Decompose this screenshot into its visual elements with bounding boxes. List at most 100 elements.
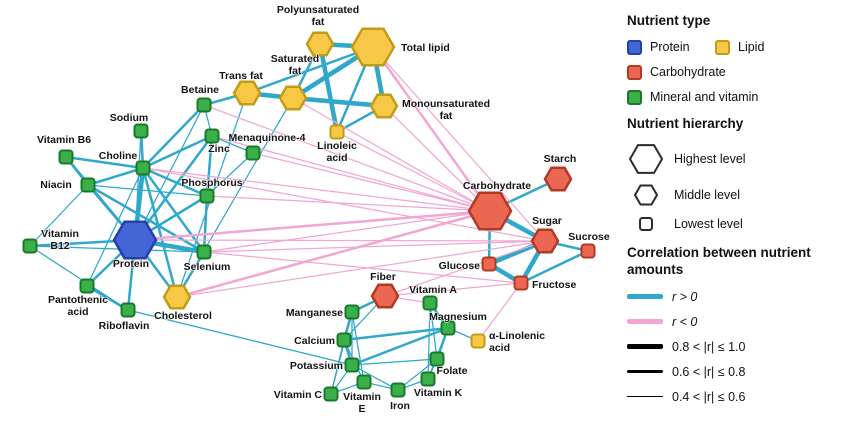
legend-item-negative-correlation: r < 0 — [627, 315, 847, 329]
node-sucrose — [580, 243, 596, 259]
edge-niacin-phosphorus — [87, 184, 208, 197]
label-niacin: Niacin — [40, 179, 72, 191]
edge-sugar-protein — [134, 239, 546, 242]
label-starch: Starch — [544, 153, 577, 165]
edge-phosphorus-menaquinone_4 — [206, 152, 254, 197]
edge-carbohydrate-betaine — [203, 104, 491, 212]
label-riboflavin: Riboflavin — [99, 320, 150, 332]
node-vitamin_b6 — [58, 149, 74, 165]
edge-protein-zinc — [133, 134, 214, 242]
edge-choline-phosphorus — [141, 166, 209, 198]
highest-level-hexagon-icon — [627, 142, 665, 176]
node-pantothenic_acid — [79, 278, 95, 294]
node-alpha_linolenic_acid — [470, 333, 486, 349]
node-sugar — [530, 228, 560, 254]
node-linoleic_acid — [329, 124, 345, 140]
node-polyunsaturated_fat — [305, 31, 335, 57]
legend-item-carbohydrate: Carbohydrate — [627, 64, 726, 80]
node-sodium — [133, 123, 149, 139]
legend-title-correlation: Correlation between nutrient amounts — [627, 244, 811, 277]
edge-vitamin_a-folate — [429, 302, 438, 360]
legend-item-weight-medium: 0.6 < |r| ≤ 0.8 — [627, 365, 847, 379]
node-calcium — [336, 332, 352, 348]
edge-carbohydrate-saturated_fat — [292, 97, 491, 212]
legend-item-label: r < 0 — [672, 314, 698, 329]
node-menaquinone_4 — [245, 145, 261, 161]
label-vitamin_c: Vitamin C — [274, 389, 323, 401]
label-phosphorus: Phosphorus — [181, 177, 242, 189]
node-manganese — [344, 304, 360, 320]
legend-item-mineral-vitamin: Mineral and vitamin — [627, 89, 758, 105]
nutrient-type-row-3: Mineral and vitamin — [627, 89, 847, 105]
node-trans_fat — [232, 80, 262, 106]
edge-phosphorus-zinc — [205, 134, 214, 198]
node-cholesterol — [162, 284, 192, 310]
legend-item-middle-level: Middle level — [627, 182, 847, 208]
edge-carbohydrate-cholesterol — [175, 209, 492, 299]
thin-line-icon — [627, 395, 663, 398]
nutrient-type-row-2: Carbohydrate — [627, 64, 847, 80]
node-vitamin_k — [420, 371, 436, 387]
label-total_lipid: Total lipid — [401, 42, 450, 54]
positive-line-icon — [627, 294, 663, 299]
lowest-level-square-icon — [627, 214, 665, 234]
node-carbohydrate — [467, 191, 513, 231]
edge-carbohydrate-monounsaturated_fat — [383, 105, 491, 212]
edge-carbohydrate-choline — [142, 167, 491, 212]
node-glucose — [481, 256, 497, 272]
label-protein: Protein — [113, 258, 149, 270]
edge-choline-pantothenic_acid — [86, 167, 144, 287]
label-selenium: Selenium — [184, 261, 231, 273]
carbohydrate-swatch-icon — [627, 64, 642, 80]
label-zinc: Zinc — [208, 143, 230, 155]
legend-item-label: 0.6 < |r| ≤ 0.8 — [672, 364, 746, 379]
edge-potassium-folate — [351, 358, 438, 366]
legend-item-highest-level: Highest level — [627, 142, 847, 176]
label-iron: Iron — [390, 400, 410, 412]
edge-carbohydrate-protein — [133, 209, 492, 242]
middle-level-hexagon-icon — [627, 182, 665, 208]
legend-item-weight-strong: 0.8 < |r| ≤ 1.0 — [627, 340, 847, 354]
node-starch — [543, 166, 573, 192]
edge-calcium-vitamin_c — [330, 339, 345, 395]
edge-riboflavin-potassium — [127, 309, 353, 366]
label-vitamin_a: Vitamin A — [409, 284, 457, 296]
node-selenium — [196, 244, 212, 260]
edge-sugar-total_lipid — [372, 46, 546, 242]
node-niacin — [80, 177, 96, 193]
edge-trans_fat-monounsaturated_fat — [245, 91, 386, 108]
node-riboflavin — [120, 302, 136, 318]
node-vitamin_c — [323, 386, 339, 402]
label-choline: Choline — [99, 150, 138, 162]
medium-line-icon — [627, 370, 663, 373]
edge-choline-selenium — [141, 166, 206, 254]
node-magnesium — [440, 320, 456, 336]
negative-line-icon — [627, 319, 663, 324]
legend-item-label: Highest level — [674, 151, 746, 166]
node-betaine — [196, 97, 212, 113]
label-cholesterol: Cholesterol — [154, 310, 212, 322]
legend-item-label: 0.4 < |r| ≤ 0.6 — [672, 389, 746, 404]
legend-item-lipid: Lipid — [715, 39, 765, 55]
edge-choline-vitamin_b6 — [64, 155, 145, 170]
edge-potassium-iron — [351, 364, 399, 391]
node-folate — [429, 351, 445, 367]
legend-item-label: 0.8 < |r| ≤ 1.0 — [672, 339, 746, 354]
label-fructose: Fructose — [532, 279, 577, 291]
node-saturated_fat — [278, 85, 308, 111]
node-iron — [390, 382, 406, 398]
legend-item-label: Lipid — [738, 40, 765, 55]
edge-choline-zinc — [141, 134, 214, 170]
edge-selenium-vitamin_b12 — [29, 245, 205, 253]
protein-swatch-icon — [627, 39, 642, 55]
edge-phosphorus-selenium — [202, 194, 209, 254]
node-protein — [112, 220, 158, 260]
legend-item-label: Middle level — [674, 187, 741, 202]
edge-polyunsaturated_fat-linoleic_acid — [317, 41, 340, 135]
